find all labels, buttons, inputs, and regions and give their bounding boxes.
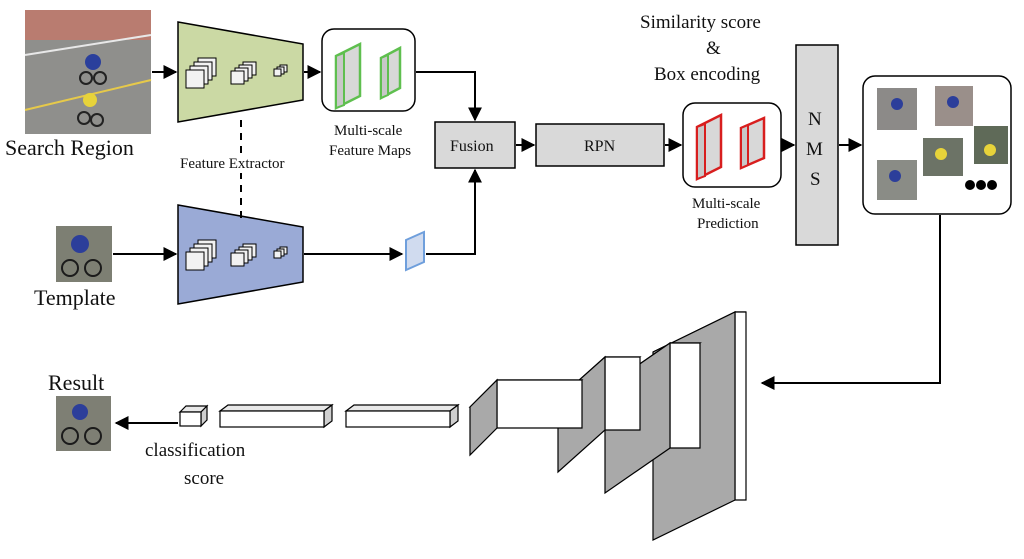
nms-letter-n: N: [808, 109, 822, 130]
fusion-label: Fusion: [450, 138, 494, 155]
fusion-box: [434, 121, 516, 169]
rpn-box: [535, 123, 665, 167]
extractor-top-layers: [185, 57, 288, 89]
candidates-to-classifier-arrow: [760, 215, 941, 390]
template-feature-map: [405, 230, 425, 272]
red-prediction-map-small: [739, 116, 766, 170]
feature-maps-to-fusion-arrow: [416, 71, 482, 122]
extractor-bottom-layers: [185, 239, 288, 271]
green-feature-map-small: [379, 45, 402, 101]
prediction-label-line1: Multi-scale: [692, 196, 761, 212]
nms-box: [795, 44, 839, 246]
search-region-image: [24, 10, 152, 134]
rpn-label: RPN: [584, 138, 616, 155]
classifier-block-1: [468, 378, 584, 457]
feature-maps-label-line2: Feature Maps: [329, 143, 411, 159]
template-map-to-fusion-arrow: [426, 168, 482, 255]
red-prediction-map-large: [695, 112, 723, 182]
nms-letter-s: S: [810, 169, 821, 190]
similarity-label-line3: Box encoding: [654, 64, 761, 85]
candidate-crops: [877, 86, 1008, 200]
feature-maps-label-line1: Multi-scale: [334, 123, 403, 139]
classification-output-cube: [178, 404, 209, 428]
similarity-label-line1: Similarity score: [640, 12, 761, 33]
ellipsis-dots-icon: [965, 180, 997, 190]
fc-layer-1: [218, 403, 334, 429]
feature-extractor-label-bg: [176, 153, 306, 173]
prediction-label-line2: Prediction: [697, 216, 759, 232]
search-region-label: Search Region: [5, 135, 134, 160]
fc-layer-2: [344, 403, 460, 429]
template-image: [56, 226, 112, 282]
result-image: [56, 396, 111, 451]
classification-score-label-line1: classification: [145, 440, 246, 461]
feature-extractor-label: Feature Extractor: [180, 156, 285, 172]
similarity-label-line2: &: [706, 38, 721, 59]
classification-score-label-line2: score: [184, 468, 224, 489]
template-label: Template: [34, 285, 116, 310]
nms-letter-m: M: [806, 139, 823, 160]
green-feature-map-large: [334, 41, 362, 111]
result-label: Result: [48, 370, 104, 395]
